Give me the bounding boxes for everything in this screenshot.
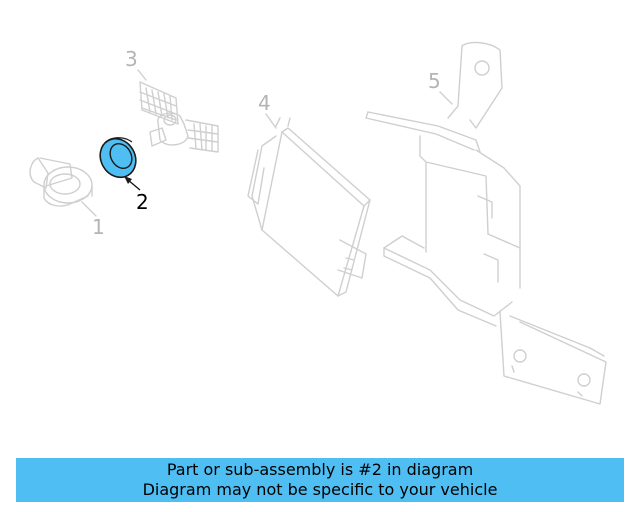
banner-line-disclaimer: Diagram may not be specific to your vehi…: [142, 480, 498, 499]
callout-2-arrowhead: [124, 176, 132, 184]
part-4-control-module[interactable]: [247, 117, 371, 297]
part-1-parking-sensor[interactable]: [29, 157, 93, 207]
callout-2-leader: [127, 179, 141, 191]
parts-diagram: 1 2 3 4 5: [29, 41, 607, 405]
part-5-mounting-bracket[interactable]: [365, 41, 607, 405]
callout-3: 3: [125, 47, 138, 71]
callout-4: 4: [258, 91, 271, 115]
part-2-grommet[interactable]: [93, 132, 142, 184]
callout-2: 2: [136, 190, 149, 214]
banner-line-part-number: Part or sub-assembly is #2 in diagram: [166, 460, 474, 479]
info-banner: Part or sub-assembly is #2 in diagram Di…: [16, 458, 624, 502]
part-3-sensor-bracket[interactable]: [139, 81, 219, 153]
callout-5: 5: [428, 69, 441, 93]
callout-1: 1: [92, 215, 105, 239]
